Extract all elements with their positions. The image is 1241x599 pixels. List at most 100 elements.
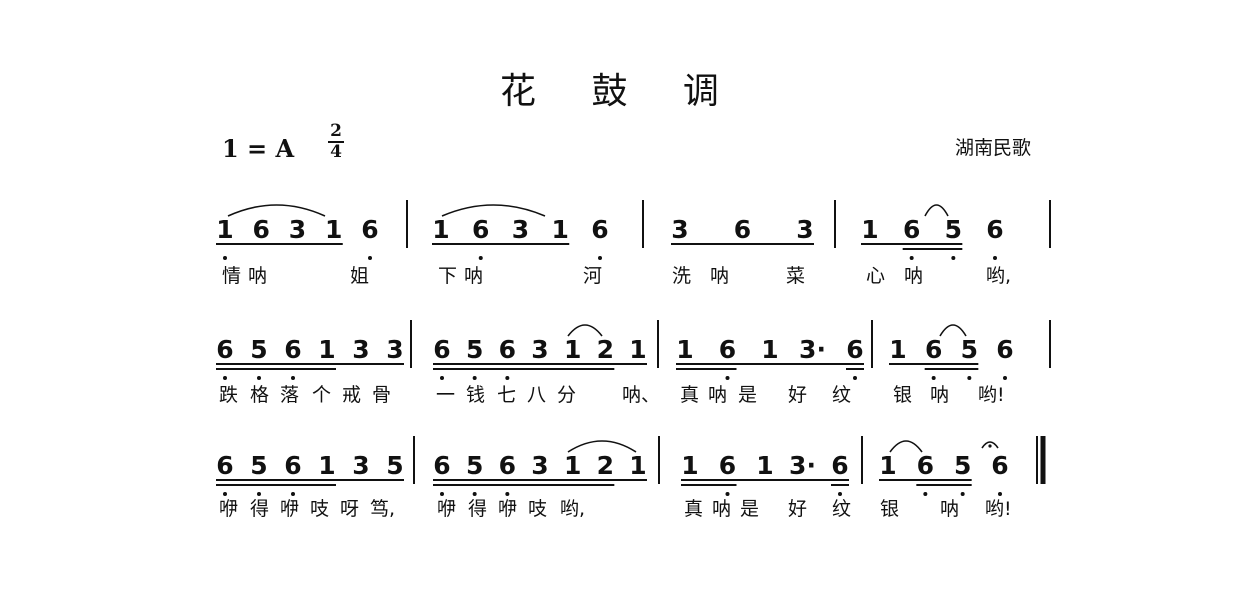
- note: 3: [512, 215, 529, 244]
- low-octave-dot: [951, 256, 956, 260]
- slur: [227, 204, 326, 217]
- slur: [939, 324, 967, 337]
- lyric-text: 姐: [350, 265, 369, 287]
- note: 3·: [799, 335, 826, 364]
- lyric-text: 真: [684, 498, 703, 520]
- note: 3: [796, 215, 813, 244]
- low-octave-dot: [368, 256, 372, 260]
- lyric-text: 是: [740, 498, 759, 520]
- lyric-text: 是: [738, 384, 757, 406]
- slur: [567, 440, 637, 453]
- lyric-text: 心: [866, 265, 885, 287]
- note: 1: [629, 335, 646, 364]
- lyric-text: 呐: [708, 384, 727, 406]
- note: 3: [386, 335, 403, 364]
- low-octave-dot: [440, 376, 444, 380]
- note: 1: [318, 451, 335, 480]
- note: 5: [961, 335, 978, 364]
- note: 1: [325, 215, 342, 244]
- low-octave-dot: [725, 376, 730, 380]
- note: 3·: [789, 451, 816, 480]
- lyric-text: 七: [497, 384, 516, 406]
- low-octave-dot: [993, 256, 997, 260]
- lyric-text: 得: [468, 498, 487, 520]
- lyric-text: 银: [880, 498, 899, 520]
- note: 6: [499, 335, 516, 364]
- note: 6: [831, 451, 848, 480]
- low-octave-dot: [257, 376, 261, 380]
- note: 6: [361, 215, 378, 244]
- fermata: [981, 441, 999, 449]
- lyric-text: 呐: [710, 265, 729, 287]
- low-octave-dot: [998, 492, 1002, 496]
- lyric-text: 呐: [930, 384, 949, 406]
- note: 6: [986, 215, 1003, 244]
- note: 1: [564, 451, 581, 480]
- low-octave-dot: [923, 492, 928, 496]
- note: 6: [433, 335, 450, 364]
- note: 1: [552, 215, 569, 244]
- low-octave-dot: [223, 492, 227, 496]
- time-signature-top: 2: [330, 121, 342, 141]
- note: 6: [996, 335, 1013, 364]
- low-octave-dot: [967, 376, 972, 380]
- low-octave-dot: [223, 256, 227, 260]
- lyric-text: 情: [222, 265, 241, 287]
- lyric-text: 呀: [340, 498, 359, 520]
- lyric-text: 纹: [832, 384, 851, 406]
- note: 6: [284, 451, 301, 480]
- lyric-text: 咿: [219, 498, 238, 520]
- note: 6: [991, 451, 1008, 480]
- lyric-text: 分: [557, 384, 576, 406]
- note: 2: [597, 451, 614, 480]
- time-signature-line: [328, 141, 344, 143]
- note: 6: [472, 215, 489, 244]
- lyric-text: 八: [527, 384, 546, 406]
- note: 1: [861, 215, 878, 244]
- lyric-text: 真: [680, 384, 699, 406]
- note: 1: [564, 335, 581, 364]
- slur: [889, 440, 923, 453]
- note: 5: [250, 335, 267, 364]
- lyric-text: 落: [280, 384, 299, 406]
- low-octave-dot: [478, 256, 483, 260]
- lyric-text: 呐: [904, 265, 923, 287]
- low-octave-dot: [838, 492, 842, 496]
- lyric-text: 洗: [672, 265, 691, 287]
- song-source: 湖南民歌: [955, 137, 1032, 159]
- note: 6: [216, 451, 233, 480]
- note: 5: [466, 451, 483, 480]
- note: 6: [433, 451, 450, 480]
- lyric-text: 好: [788, 384, 807, 406]
- low-octave-dot: [505, 376, 510, 380]
- note: 6: [917, 451, 934, 480]
- note: 6: [734, 215, 751, 244]
- note: 6: [284, 335, 301, 364]
- note: 3: [352, 451, 369, 480]
- key-signature: 1 = A: [222, 134, 295, 163]
- lyric-text: 哟,: [560, 498, 585, 520]
- note: 1: [318, 335, 335, 364]
- lyric-text: 河: [583, 265, 602, 287]
- lyric-text: 跌: [219, 384, 238, 406]
- note: 5: [250, 451, 267, 480]
- note: 6: [719, 451, 736, 480]
- lyric-text: 戒: [342, 384, 361, 406]
- low-octave-dot: [725, 492, 730, 496]
- note: 6: [925, 335, 942, 364]
- note: 3: [352, 335, 369, 364]
- low-octave-dot: [931, 376, 936, 380]
- note: 6: [719, 335, 736, 364]
- lyric-text: 纹: [832, 498, 851, 520]
- low-octave-dot: [960, 492, 965, 496]
- time-signature-bottom: 4: [330, 142, 342, 162]
- lyric-text: 个: [312, 384, 331, 406]
- low-octave-dot: [909, 256, 914, 260]
- note: 6: [253, 215, 270, 244]
- low-octave-dot: [505, 492, 510, 496]
- note: 6: [499, 451, 516, 480]
- lyric-text: 一: [436, 384, 455, 406]
- slur: [567, 324, 603, 337]
- fermata-dot: [988, 444, 992, 448]
